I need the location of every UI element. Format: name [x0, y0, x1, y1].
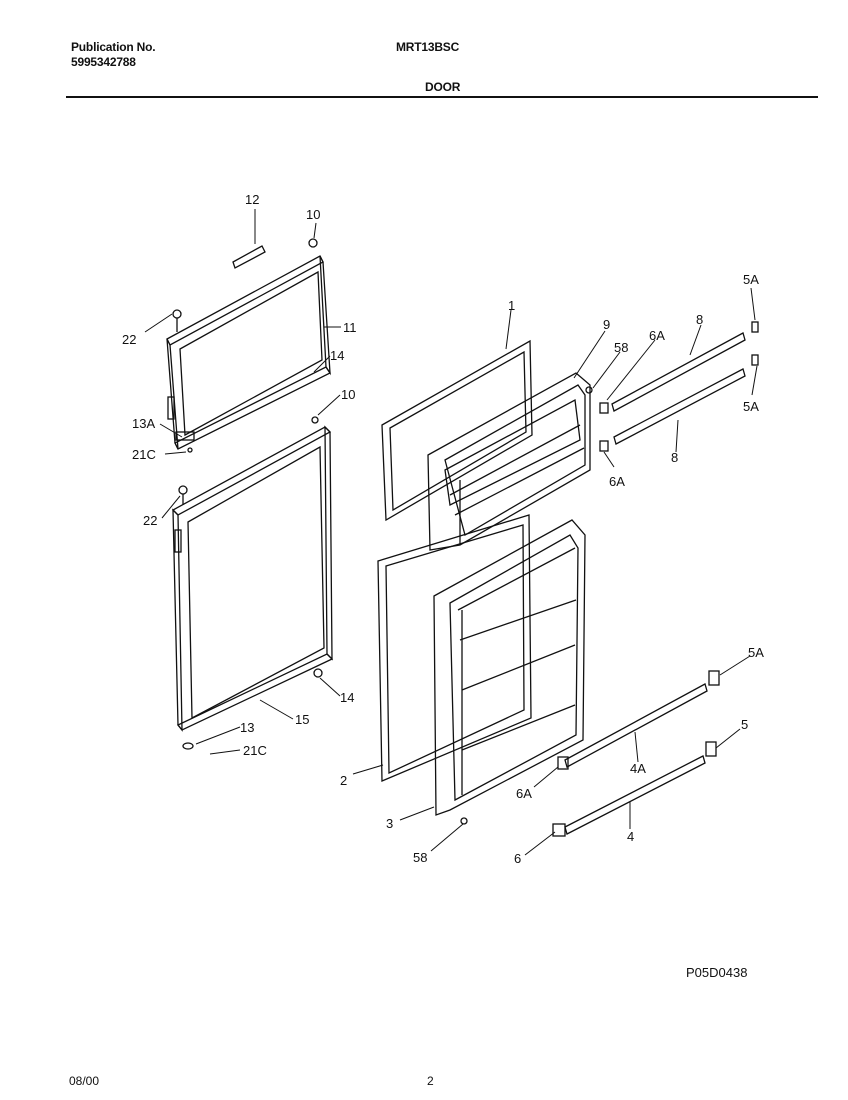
callout-2: 2 [340, 773, 347, 788]
fresh-food-gasket [377, 514, 532, 782]
callout-10-top: 10 [306, 207, 320, 222]
freezer-shelf-rails [611, 332, 746, 445]
diagram-code: P05D0438 [686, 965, 748, 980]
callout-8-bottom: 8 [671, 450, 678, 465]
publication-number: 5995342788 [71, 55, 136, 69]
callout-22-top: 22 [122, 332, 136, 347]
fresh-food-inner-liner [433, 519, 586, 816]
callout-21C-top: 21C [132, 447, 156, 462]
freezer-door-panel [166, 255, 331, 450]
callout-6A-top: 6A [649, 328, 665, 343]
callout-4A: 4A [630, 761, 646, 776]
callout-14-top: 14 [330, 348, 344, 363]
fresh-food-shelf-rails [564, 683, 708, 835]
callout-6A-middle: 6A [609, 474, 625, 489]
callout-58-bottom: 58 [413, 850, 427, 865]
callout-15: 15 [295, 712, 309, 727]
rail-end-caps [552, 321, 759, 837]
callout-12: 12 [245, 192, 259, 207]
freezer-gasket [381, 339, 533, 522]
callout-6: 6 [514, 851, 521, 866]
leader-lines [144, 209, 758, 856]
fasteners [172, 238, 593, 825]
callout-58-top: 58 [614, 340, 628, 355]
footer-date: 08/00 [69, 1074, 100, 1088]
model-number: MRT13BSC [396, 40, 460, 54]
callout-22-bottom: 22 [143, 513, 157, 528]
publication-label: Publication No. [71, 40, 156, 54]
callout-6A-bottom: 6A [516, 786, 532, 801]
callout-10-bottom: 10 [341, 387, 355, 402]
callout-13: 13 [240, 720, 254, 735]
callout-11: 11 [343, 320, 357, 335]
freezer-inner-liner [427, 372, 591, 551]
callout-1: 1 [508, 298, 515, 313]
callout-13A: 13A [132, 416, 155, 431]
callout-5A-bottom: 5A [748, 645, 764, 660]
callout-9: 9 [603, 317, 610, 332]
callout-5A-top: 5A [743, 272, 759, 287]
callout-3: 3 [386, 816, 393, 831]
callout-14-bottom: 14 [340, 690, 354, 705]
label-strip [232, 245, 266, 269]
callout-8-top: 8 [696, 312, 703, 327]
section-title: DOOR [425, 80, 461, 94]
footer-page-number: 2 [427, 1074, 434, 1088]
header-rule [66, 96, 818, 98]
callout-5: 5 [741, 717, 748, 732]
callout-21C-bottom: 21C [243, 743, 267, 758]
callout-5A-middle: 5A [743, 399, 759, 414]
fresh-food-door-panel [171, 425, 334, 732]
callout-4: 4 [627, 829, 634, 844]
